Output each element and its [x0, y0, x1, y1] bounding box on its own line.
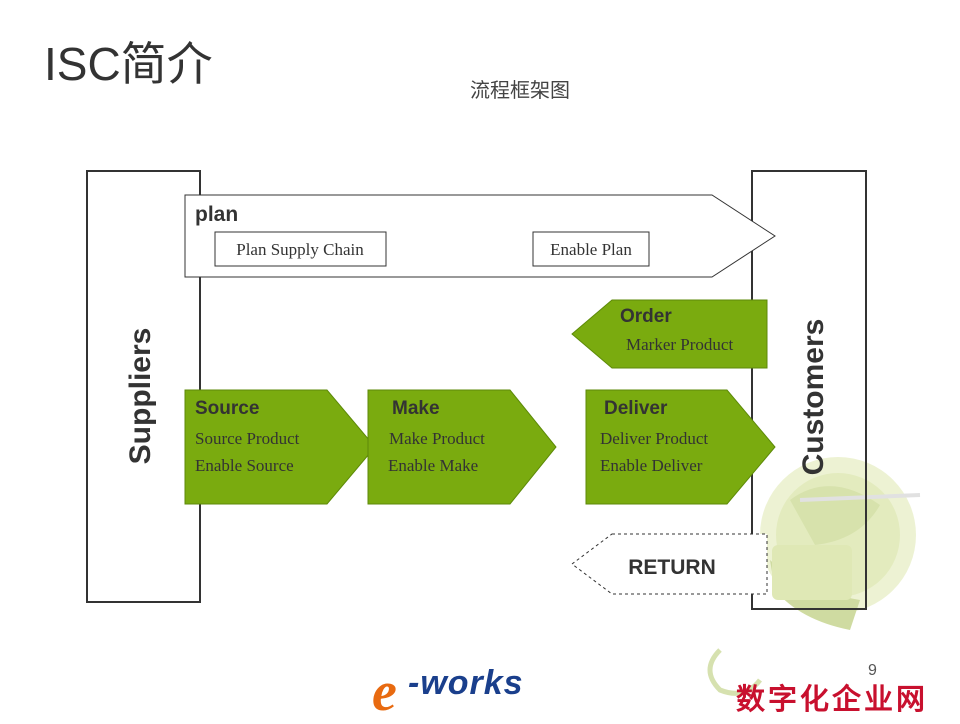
deliver-arrow	[585, 389, 776, 505]
source-arrow	[184, 389, 376, 505]
plan-supply-chain-label: Plan Supply Chain	[236, 240, 364, 259]
deliver-heading: Deliver	[604, 398, 668, 419]
globe-illustration	[707, 457, 921, 696]
source-line-2: Enable Source	[195, 456, 294, 475]
source-line-1: Source Product	[195, 429, 300, 448]
page-number: 9	[868, 662, 877, 679]
enable-plan-label: Enable Plan	[550, 240, 632, 259]
plan-heading: plan	[195, 203, 238, 226]
order-heading: Order	[620, 306, 672, 327]
make-arrow	[367, 389, 557, 505]
suppliers-bar	[86, 170, 201, 603]
plan-supply-chain-box	[214, 231, 387, 267]
make-line-2: Enable Make	[388, 456, 478, 475]
eworks-logo-e: e	[372, 661, 397, 723]
return-label: RETURN	[628, 556, 716, 579]
order-arrow	[571, 299, 768, 369]
source-heading: Source	[195, 398, 259, 419]
eworks-logo-text: -works	[408, 664, 524, 702]
order-line: Marker Product	[626, 335, 733, 354]
slide-title: ISC简介	[44, 38, 213, 90]
slide-subtitle: 流程框架图	[470, 80, 570, 102]
enable-plan-box	[532, 231, 650, 267]
make-heading: Make	[392, 398, 440, 419]
return-arrow	[571, 533, 768, 595]
brand-name-cn: 数字化企业网	[736, 682, 929, 716]
customers-bar	[751, 170, 867, 610]
deliver-line-1: Deliver Product	[600, 429, 708, 448]
suppliers-label: Suppliers	[124, 328, 157, 465]
customers-label: Customers	[797, 319, 830, 476]
make-line-1: Make Product	[389, 429, 485, 448]
deliver-line-2: Enable Deliver	[600, 456, 703, 475]
